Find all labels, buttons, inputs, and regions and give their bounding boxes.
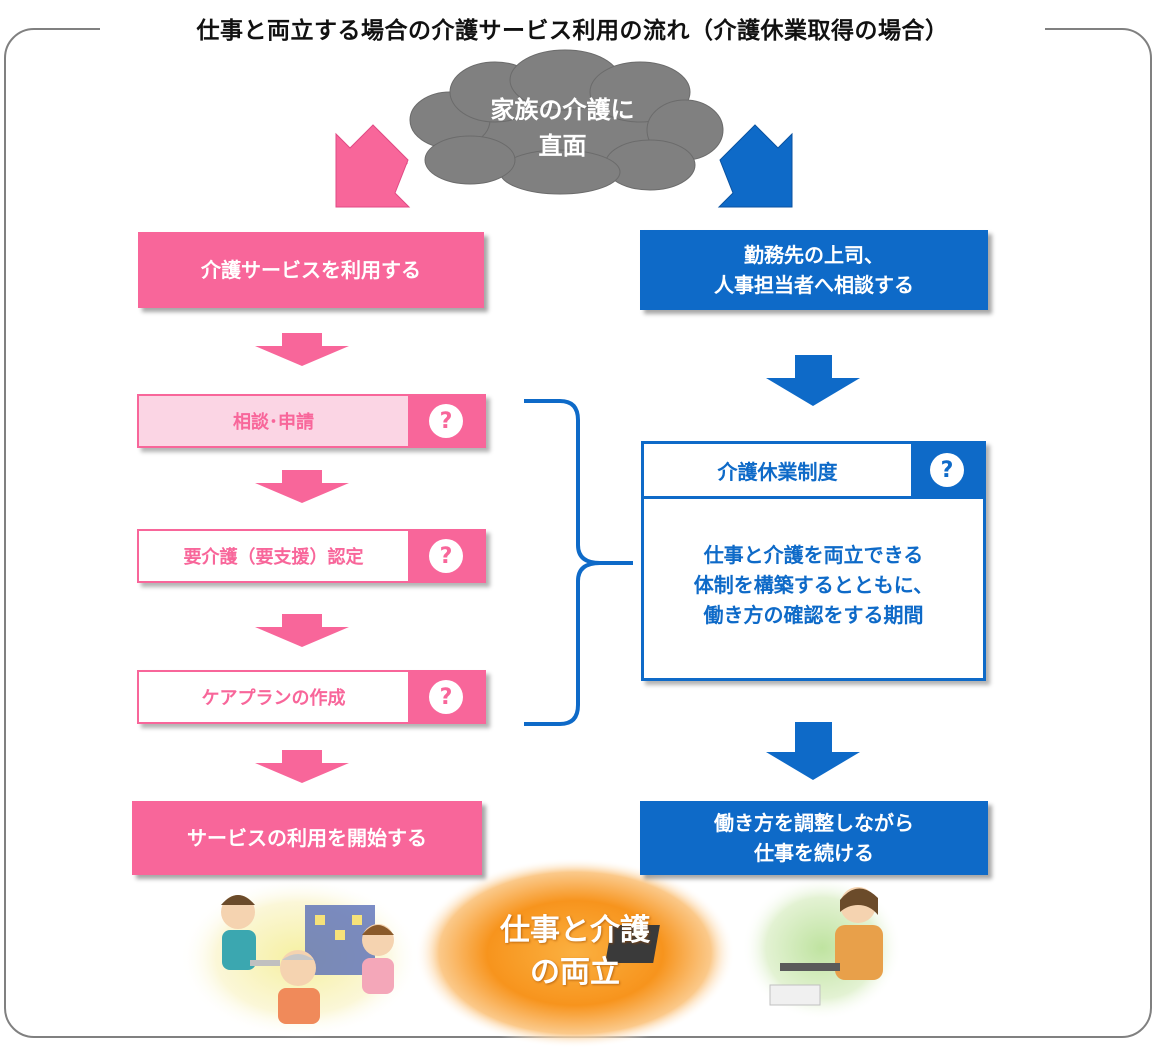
start-line-1: 家族の介護に <box>490 96 635 124</box>
adjust-work-line-2: 仕事を続ける <box>754 841 874 865</box>
care-leave-title: 介護休業制度 <box>717 459 838 484</box>
goal-ellipse <box>415 858 735 1048</box>
worker-illustration <box>605 887 883 1006</box>
goal-label: 仕事と介護 の両立 <box>435 910 715 994</box>
curly-brace <box>524 399 633 726</box>
care-leave-line-1: 仕事と介護を両立できる <box>703 543 924 567</box>
step-care-plan-help[interactable]: ? <box>408 672 484 722</box>
arrow-down-right <box>717 124 793 208</box>
arrow-down-blue-2 <box>766 722 860 780</box>
step-certification-label: 要介護（要支援）認定 <box>183 547 364 568</box>
step-consultation: 相談･申請 ? <box>137 394 486 448</box>
arrow-down-blue-1 <box>766 355 860 406</box>
start-service-box: サービスの利用を開始する <box>132 801 482 875</box>
care-leave-system-box: 介護休業制度 ? 仕事と介護を両立できる 体制を構築するとともに、 働き方の確認… <box>641 441 986 681</box>
adjust-work-box: 働き方を調整しながら 仕事を続ける <box>640 801 988 875</box>
consult-employer-box: 勤務先の上司、 人事担当者へ相談する <box>640 230 988 310</box>
start-line-2: 直面 <box>538 132 587 160</box>
arrow-down-pink-1 <box>255 333 349 366</box>
care-leave-line-2: 体制を構築するとともに、 <box>693 573 934 597</box>
consult-employer-line-2: 人事担当者へ相談する <box>714 273 914 297</box>
goal-line-1: 仕事と介護 <box>500 913 650 948</box>
care-leave-help[interactable]: ? <box>911 444 983 496</box>
step-consultation-help[interactable]: ? <box>408 396 484 446</box>
caregiver-illustration <box>221 895 394 1024</box>
use-care-service-box: 介護サービスを利用する <box>138 232 484 308</box>
help-icon: ? <box>429 539 463 573</box>
adjust-work-line-1: 働き方を調整しながら <box>714 811 914 835</box>
arrow-down-pink-3 <box>255 614 349 647</box>
care-leave-header: 介護休業制度 ? <box>644 444 983 499</box>
cloud-shape <box>409 49 724 195</box>
consult-employer-line-1: 勤務先の上司、 <box>744 243 884 267</box>
help-icon: ? <box>429 680 463 714</box>
goal-line-2: の両立 <box>530 955 620 990</box>
arrow-down-pink-2 <box>255 470 349 503</box>
step-certification-help[interactable]: ? <box>408 531 484 581</box>
step-certification: 要介護（要支援）認定 ? <box>137 529 486 583</box>
step-care-plan-label: ケアプランの作成 <box>201 688 346 709</box>
diagram-title: 仕事と両立する場合の介護サービス利用の流れ（介護休業取得の場合） <box>100 14 1045 48</box>
step-care-plan: ケアプランの作成 ? <box>137 670 486 724</box>
step-consultation-label: 相談･申請 <box>233 412 314 433</box>
care-leave-line-3: 働き方の確認をする期間 <box>703 603 924 627</box>
arrow-down-pink-4 <box>255 750 349 783</box>
start-cloud-label: 家族の介護に 直面 <box>440 92 685 164</box>
help-icon: ? <box>429 404 463 438</box>
help-icon: ? <box>930 453 964 487</box>
arrow-down-left-head <box>335 124 411 208</box>
care-leave-description: 仕事と介護を両立できる 体制を構築するとともに、 働き方の確認をする期間 <box>644 540 983 630</box>
